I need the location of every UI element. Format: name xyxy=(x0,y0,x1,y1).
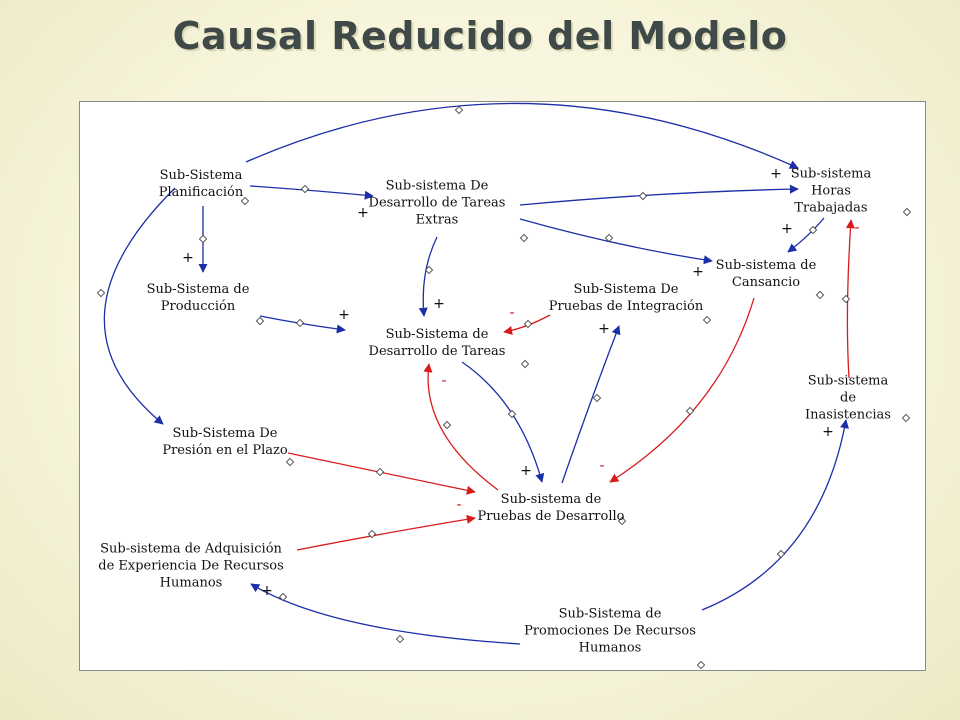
side-marker-7 xyxy=(901,413,911,423)
link-pruebas_desarrollo-to-desarrollo_tareas xyxy=(423,363,499,491)
link-horas-to-cansancio xyxy=(787,217,825,253)
node-adquisicion: Sub-sistema de Adquisición de Experienci… xyxy=(98,541,284,591)
link-marker-promociones-to-adquisicion xyxy=(395,634,405,644)
link-marker-planificacion-to-presion xyxy=(96,288,106,298)
side-marker-5 xyxy=(702,315,712,325)
link-tareas_extras-to-cansancio xyxy=(519,218,713,265)
link-marker-planificacion-to-horas xyxy=(454,105,464,115)
node-presion: Sub-Sistema De Presión en el Plazo xyxy=(162,426,288,458)
node-cansancio: Sub-sistema de Cansancio xyxy=(715,258,817,290)
side-marker-10 xyxy=(278,592,288,602)
node-planificacion: Sub-Sistema Planificación xyxy=(158,168,244,200)
link-tareas_extras-to-desarrollo_tareas xyxy=(418,236,438,317)
node-pruebas_integracion: Sub-Sistema De Pruebas de Integración xyxy=(548,282,704,314)
link-tareas_extras-to-horas xyxy=(519,184,799,206)
polarity-promociones-to-adquisicion: + xyxy=(261,583,273,599)
polarity-planificacion-to-produccion: + xyxy=(182,250,194,266)
side-marker-1 xyxy=(519,233,529,243)
node-promociones: Sub-Sistema de Promociones De Recursos H… xyxy=(524,606,696,656)
side-marker-3 xyxy=(815,290,825,300)
polarity-tareas_extras-to-desarrollo_tareas: + xyxy=(433,296,445,312)
link-marker-cansancio-to-pruebas_desarrollo xyxy=(685,406,695,416)
slide-title: Causal Reducido del Modelo xyxy=(172,14,788,58)
node-desarrollo_tareas: Sub-Sistema de Desarrollo de Tareas xyxy=(368,327,506,359)
polarity-adquisicion-to-pruebas_desarrollo: - xyxy=(456,497,462,513)
polarity-desarrollo_tareas-to-pruebas_desarrollo: + xyxy=(520,463,532,479)
side-marker-6 xyxy=(520,359,530,369)
node-tareas_extras: Sub-sistema De Desarrollo de Tareas Extr… xyxy=(368,178,506,228)
link-planificacion-to-horas xyxy=(245,102,799,169)
link-marker-pruebas_integracion-to-desarrollo_tareas xyxy=(523,319,533,329)
causal-links xyxy=(96,102,912,670)
link-cansancio-to-pruebas_desarrollo xyxy=(609,297,755,483)
side-marker-0 xyxy=(240,196,250,206)
link-adquisicion-to-pruebas_desarrollo xyxy=(296,514,476,551)
node-inasistencias: Sub-sistema de Inasistencias xyxy=(805,373,891,423)
polarity-promociones-to-inasistencias: + xyxy=(822,424,834,440)
side-marker-9 xyxy=(617,516,627,526)
link-inasistencias-to-horas xyxy=(845,219,856,379)
link-marker-presion-to-pruebas_desarrollo xyxy=(375,467,385,477)
link-marker-produccion-to-desarrollo_tareas xyxy=(295,318,305,328)
link-planificacion-to-tareas_extras xyxy=(249,185,374,200)
polarity-cansancio-to-pruebas_desarrollo: - xyxy=(599,458,605,474)
link-marker-pruebas_desarrollo-to-pruebas_integracion xyxy=(592,393,602,403)
side-marker-4 xyxy=(255,316,265,326)
link-marker-tareas_extras-to-cansancio xyxy=(604,233,614,243)
link-marker-tareas_extras-to-desarrollo_tareas xyxy=(424,265,434,275)
side-marker-11 xyxy=(696,660,706,670)
link-promociones-to-inasistencias xyxy=(701,419,849,611)
polarity-horas-to-cansancio: + xyxy=(781,221,793,237)
link-planificacion-to-presion xyxy=(103,187,176,425)
polarity-pruebas_desarrollo-to-desarrollo_tareas: - xyxy=(441,373,447,389)
link-pruebas_desarrollo-to-pruebas_integracion xyxy=(561,325,621,484)
polarity-pruebas_integracion-to-desarrollo_tareas: - xyxy=(509,305,515,321)
polarity-pruebas_desarrollo-to-pruebas_integracion: + xyxy=(598,321,610,337)
link-marker-adquisicion-to-pruebas_desarrollo xyxy=(367,529,377,539)
polarity-planificacion-to-tareas_extras: + xyxy=(357,205,369,221)
side-marker-8 xyxy=(285,457,295,467)
link-promociones-to-adquisicion xyxy=(250,583,521,645)
causal-diagram: Sub-Sistema Planificación Sub-sistema De … xyxy=(79,101,926,671)
link-marker-horas-to-cansancio xyxy=(808,225,818,235)
link-marker-tareas_extras-to-horas xyxy=(638,191,648,201)
node-horas: Sub-sistema Horas Trabajadas xyxy=(790,166,872,216)
polarity-tareas_extras-to-cansancio: + xyxy=(692,264,704,280)
side-marker-2 xyxy=(902,207,912,217)
link-marker-pruebas_desarrollo-to-desarrollo_tareas xyxy=(442,420,452,430)
link-marker-inasistencias-to-horas xyxy=(841,294,851,304)
polarity-inasistencias-to-horas: - xyxy=(854,220,860,236)
node-produccion: Sub-Sistema de Producción xyxy=(146,282,250,314)
polarity-planificacion-to-horas: + xyxy=(770,166,782,182)
link-marker-desarrollo_tareas-to-pruebas_desarrollo xyxy=(507,409,517,419)
node-pruebas_desarrollo: Sub-sistema de Pruebas de Desarrollo xyxy=(477,492,625,524)
link-marker-planificacion-to-produccion xyxy=(198,234,208,244)
link-marker-planificacion-to-tareas_extras xyxy=(300,184,310,194)
polarity-produccion-to-desarrollo_tareas: + xyxy=(338,307,350,323)
link-marker-promociones-to-inasistencias xyxy=(776,549,786,559)
